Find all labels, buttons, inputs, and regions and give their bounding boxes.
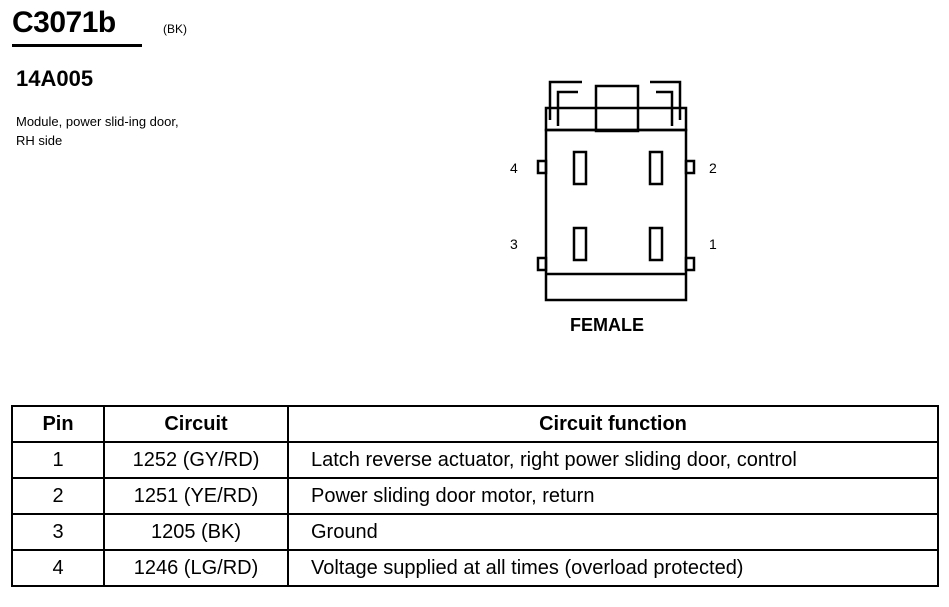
- function-cell: Voltage supplied at all times (overload …: [287, 549, 939, 587]
- pin-cell: 4: [11, 549, 105, 587]
- connector-gender-label: FEMALE: [570, 315, 644, 335]
- right-latch-arm-inner: [656, 90, 674, 126]
- circuit-cell: 1252 (GY/RD): [103, 441, 289, 479]
- pin-label-3: 3: [510, 236, 518, 252]
- function-cell: Latch reverse actuator, right power slid…: [287, 441, 939, 479]
- pin-label-4: 4: [510, 160, 518, 176]
- pin-cell: 2: [11, 477, 105, 515]
- connector-color-code: (BK): [163, 22, 187, 36]
- pin-cavity-4: [572, 150, 588, 186]
- table-row: 2 1251 (YE/RD) Power sliding door motor,…: [11, 477, 939, 515]
- pin-cavity-3: [572, 226, 588, 262]
- circuit-cell: 1205 (BK): [103, 513, 289, 551]
- pin-label-2: 2: [709, 160, 717, 176]
- circuit-cell: 1246 (LG/RD): [103, 549, 289, 587]
- table-row: 4 1246 (LG/RD) Voltage supplied at all t…: [11, 549, 939, 587]
- side-tab-left-upper: [536, 159, 548, 175]
- pin-label-1: 1: [709, 236, 717, 252]
- table-row: 3 1205 (BK) Ground: [11, 513, 939, 551]
- pin-cavity-1: [648, 226, 664, 262]
- side-tab-left-lower: [536, 256, 548, 272]
- column-header-pin: Pin: [11, 405, 105, 443]
- table-row: 1 1252 (GY/RD) Latch reverse actuator, r…: [11, 441, 939, 479]
- left-latch-arm: [548, 80, 582, 120]
- part-number: 14A005: [16, 66, 94, 91]
- column-header-circuit-function: Circuit function: [287, 405, 939, 443]
- side-tab-right-upper: [684, 159, 696, 175]
- component-description: Module, power slid-ing door, RH side: [16, 114, 179, 148]
- connector-body: [544, 128, 688, 302]
- pin-cavity-2: [648, 150, 664, 186]
- function-cell: Power sliding door motor, return: [287, 477, 939, 515]
- table-header-row: Pin Circuit Circuit function: [11, 405, 939, 443]
- pin-cell: 1: [11, 441, 105, 479]
- pinout-table: Pin Circuit Circuit function 1 1252 (GY/…: [11, 405, 939, 587]
- title-underline: [12, 44, 142, 47]
- connector-face-diagram: 4 2 3 1: [510, 80, 717, 302]
- pin-cell: 3: [11, 513, 105, 551]
- side-tab-right-lower: [684, 256, 696, 272]
- connector-id: C3071b: [12, 6, 116, 39]
- connector-top-ledge: [544, 106, 688, 132]
- left-latch-arm-inner: [556, 90, 578, 126]
- function-cell: Ground: [287, 513, 939, 551]
- circuit-cell: 1251 (YE/RD): [103, 477, 289, 515]
- right-latch-arm: [650, 80, 682, 120]
- column-header-circuit: Circuit: [103, 405, 289, 443]
